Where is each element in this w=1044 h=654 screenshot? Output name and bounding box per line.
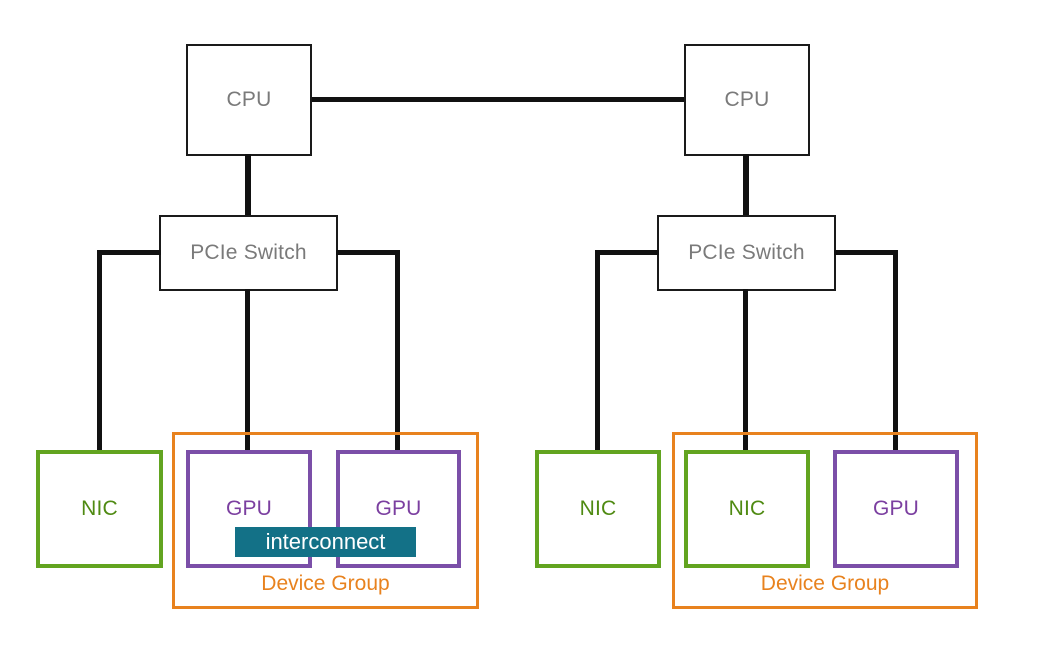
gpu-label-left-b: GPU (375, 497, 422, 520)
cpu-box-left[interactable]: CPU (186, 44, 312, 156)
device-group-left[interactable] (172, 432, 479, 609)
pcie-switch-box-right[interactable]: PCIe Switch (657, 215, 836, 291)
pcie-switch-label-left: PCIe Switch (190, 241, 307, 264)
nic-label-right-outer: NIC (579, 497, 617, 520)
device-group-right[interactable] (672, 432, 978, 609)
nic-label-right-inner: NIC (728, 497, 766, 520)
gpu-label-right: GPU (872, 497, 920, 520)
nic-box-left-outer[interactable]: NIC (36, 450, 163, 568)
switch-to-gpu-b-horizontal-left (336, 250, 400, 255)
switch-to-nic-vertical-right (595, 250, 600, 453)
switch-to-gpu-a-link-left (245, 289, 250, 453)
pcie-switch-box-left[interactable]: PCIe Switch (159, 215, 338, 291)
switch-to-nic-vertical-left (97, 250, 102, 453)
cpu-label-left: CPU (226, 88, 272, 111)
device-group-label-right: Device Group (760, 572, 890, 595)
cpu-to-switch-link-left (245, 154, 251, 217)
switch-to-gpu-vertical-right (893, 250, 898, 453)
interconnect-label: interconnect (265, 529, 386, 554)
switch-to-nic-horizontal-left (97, 250, 161, 255)
cpu-label-right: CPU (724, 88, 770, 111)
pcie-switch-label-right: PCIe Switch (688, 241, 805, 264)
interconnect-badge[interactable]: interconnect (235, 527, 416, 557)
nic-box-right-inner[interactable]: NIC (684, 450, 810, 568)
nic-box-right-outer[interactable]: NIC (535, 450, 661, 568)
nic-label-left-outer: NIC (81, 497, 118, 520)
cpu-box-right[interactable]: CPU (684, 44, 810, 156)
switch-to-gpu-b-vertical-left (395, 250, 400, 453)
cpu-to-cpu-link (309, 97, 686, 102)
switch-to-nic-horizontal-right (595, 250, 659, 255)
gpu-label-left-a: GPU (225, 497, 273, 520)
gpu-box-right[interactable]: GPU (833, 450, 959, 568)
cpu-to-switch-link-right (743, 154, 749, 217)
switch-to-gpu-horizontal-right (834, 250, 898, 255)
device-group-label-left: Device Group (261, 572, 390, 595)
switch-to-nic-inner-link-right (743, 289, 748, 453)
